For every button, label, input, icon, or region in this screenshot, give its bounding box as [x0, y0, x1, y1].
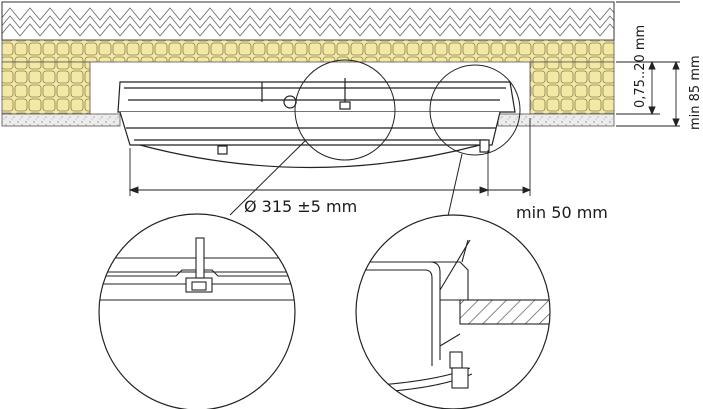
ceiling-structure — [1, 1, 615, 127]
detail-right — [355, 214, 551, 409]
diameter-label: Ø 315 ±5 mm — [244, 197, 357, 216]
detail-markers — [229, 59, 521, 217]
plaster-left — [1, 113, 121, 127]
ceiling-thickness-label: 0,75..20 mm — [633, 25, 648, 108]
plaster-right — [497, 113, 615, 127]
brick-block-left — [1, 61, 91, 115]
brick-block-right — [529, 61, 615, 115]
wood-layer — [1, 1, 615, 41]
brick-row-top — [1, 39, 615, 63]
dimension-lines — [128, 1, 680, 196]
min-depth-label: min 85 mm — [688, 55, 703, 130]
min-side-clearance-label: min 50 mm — [516, 203, 608, 222]
detail-left — [98, 213, 296, 409]
luminaire-body — [117, 78, 516, 169]
